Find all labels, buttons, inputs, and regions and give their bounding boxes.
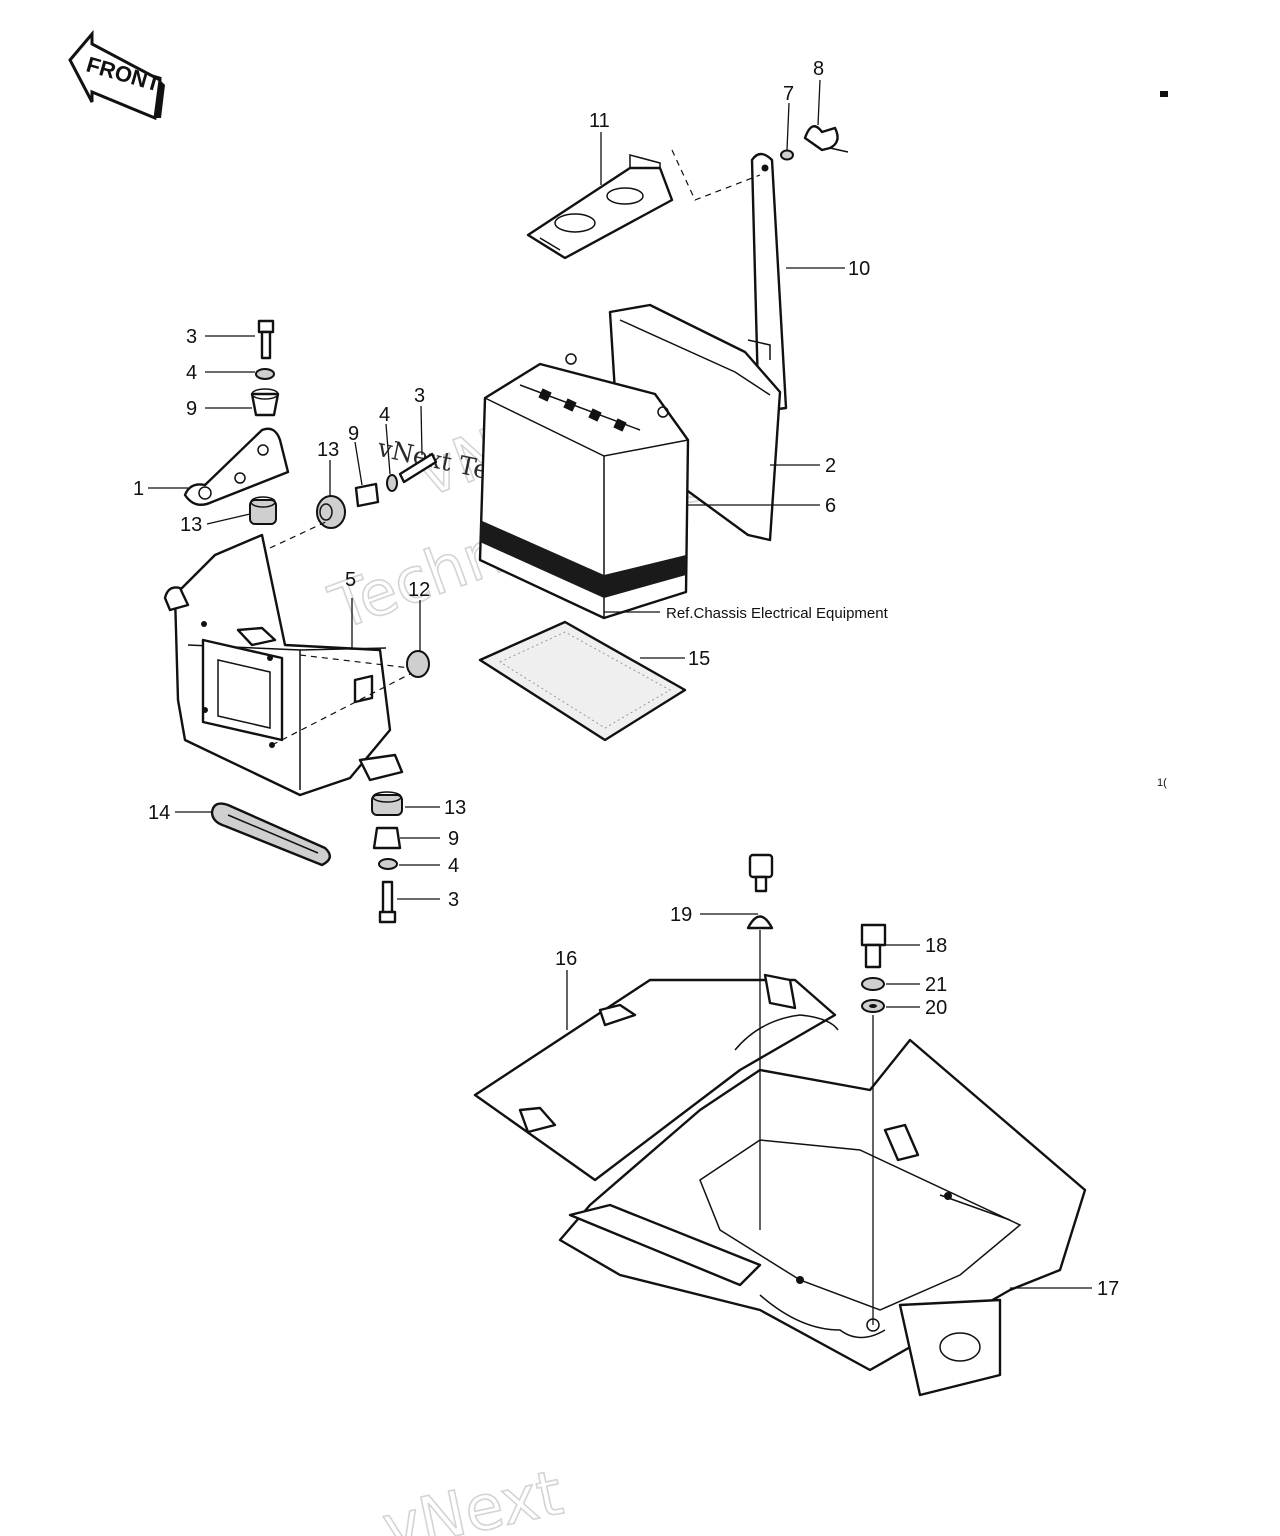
grommet-13-bottom [371,791,403,816]
battery-6 [478,353,690,620]
grommet-12 [406,650,430,678]
callout-11: 11 [589,110,610,132]
callouts: 3 4 9 1 13 13 9 4 3 11 7 8 10 2 6 Ref.Ch… [133,58,1119,1300]
callout-14: 14 [148,802,170,824]
washer-20 [861,999,885,1013]
washer-7 [780,149,794,161]
washer-4-top-left [255,368,275,380]
reference-note: Ref.Chassis Electrical Equipment [666,605,889,622]
collar-9-bottom [372,826,402,850]
callout-13: 13 [444,797,466,819]
bolt-3-side [398,452,438,484]
fastener-19 [746,853,774,930]
callout-8: 8 [813,58,824,80]
washer-4-bottom [378,858,398,870]
callout-2: 2 [825,455,836,477]
wing-nut-8 [803,125,849,153]
callout-13: 13 [317,439,339,461]
edge-dot [1160,91,1168,97]
rubber-strip-14 [210,802,331,867]
collar-9-top-left [250,388,280,417]
callout-3: 3 [414,385,425,407]
callout-16: 16 [555,948,577,970]
callout-10: 10 [848,258,870,280]
callout-18: 18 [925,935,947,957]
battery-tray-17 [558,1038,1087,1397]
callout-9: 9 [186,398,197,420]
bolt-3-top-left [257,319,275,360]
callout-17: 17 [1097,1278,1119,1300]
callout-3: 3 [186,326,197,348]
battery-holder-plate [526,154,674,260]
callout-7: 7 [783,83,794,105]
callout-21: 21 [925,974,947,996]
bracket-1 [183,427,290,506]
callout-12: 12 [408,579,430,601]
cover-16 [473,973,839,1182]
collar-9-side [354,482,380,508]
callout-9: 9 [448,828,459,850]
bolt-18 [860,923,887,969]
grommet-13-top-left [249,496,277,525]
battery-pad-15 [478,620,687,742]
edge-mark: 1( [1157,777,1167,789]
callout-3: 3 [448,889,459,911]
callout-1: 1 [133,478,144,500]
callout-5: 5 [345,569,356,591]
washer-21 [861,977,885,991]
callout-4: 4 [448,855,459,877]
bolt-3-bottom [378,880,397,924]
battery-box-5 [163,533,404,797]
grommet-13-side [316,495,346,529]
callout-4: 4 [379,404,390,426]
callout-15: 15 [688,648,710,670]
callout-19: 19 [670,904,692,926]
callout-4: 4 [186,362,197,384]
front-arrow-icon: FRONT [68,29,165,121]
leader-lines [148,79,1092,1289]
watermark-bottom: vNext [376,1456,568,1536]
callout-20: 20 [925,997,947,1019]
callout-13: 13 [180,514,202,536]
callout-9: 9 [348,423,359,445]
washer-4-side [386,474,398,492]
callout-6: 6 [825,495,836,517]
